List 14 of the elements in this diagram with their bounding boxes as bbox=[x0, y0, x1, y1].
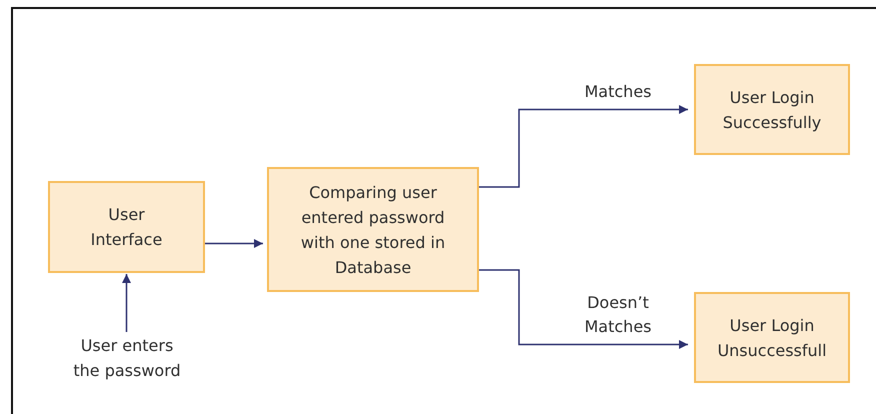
process-box bbox=[267, 167, 479, 292]
process-box bbox=[48, 181, 205, 273]
arrow bbox=[479, 269, 688, 349]
box-text: User Login Unsuccessfull bbox=[716, 314, 828, 362]
process-box bbox=[694, 64, 850, 155]
box-text: Comparing user entered password with one stored in Database bbox=[300, 182, 446, 278]
process-box bbox=[694, 292, 850, 383]
arrow bbox=[205, 239, 263, 248]
arrow bbox=[122, 274, 131, 332]
edge-label: Matches bbox=[584, 80, 652, 102]
box-text: User Login Successfully bbox=[722, 86, 822, 134]
edge-label: Doesn’t Matches bbox=[584, 292, 652, 338]
arrow bbox=[479, 105, 688, 188]
box-text: User Interface bbox=[90, 204, 164, 251]
